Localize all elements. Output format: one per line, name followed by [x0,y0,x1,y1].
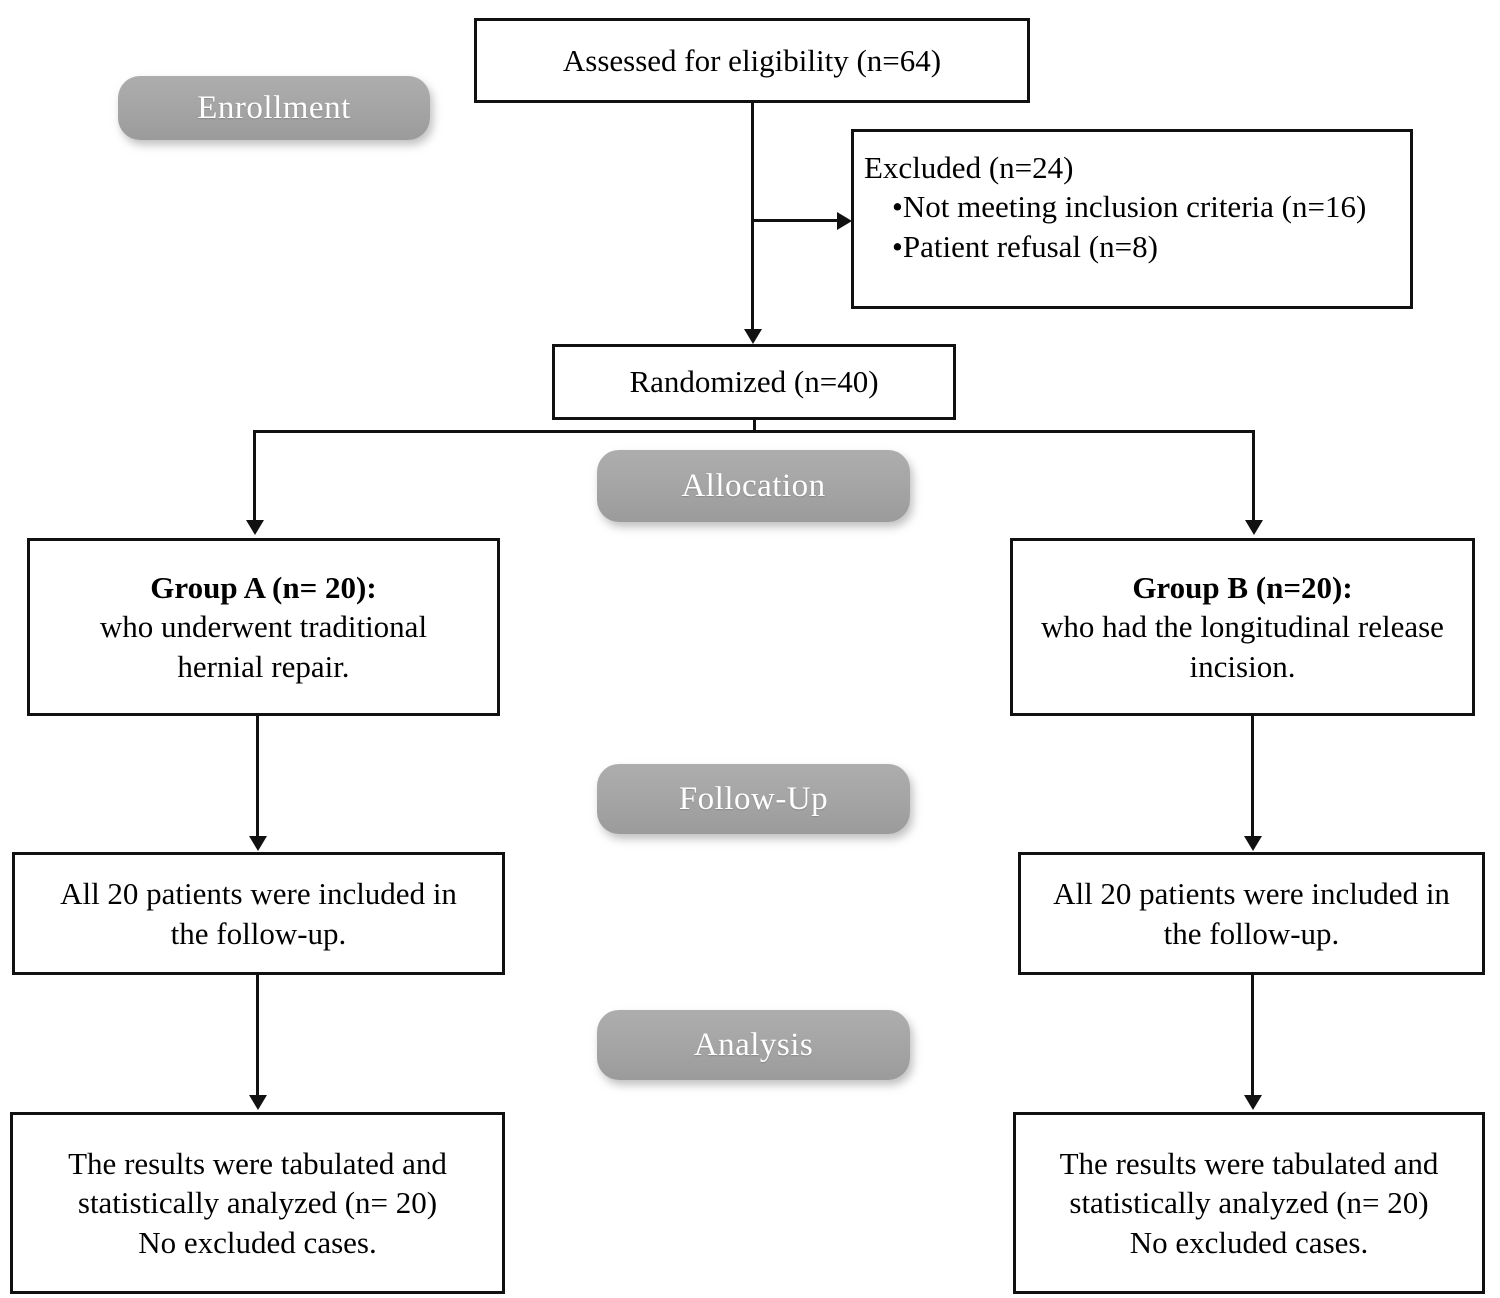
stage-label-enrollment-text: Enrollment [197,89,351,126]
arrowhead-bus-to-group-b [1245,520,1263,535]
node-analysis-b-line-1: The results were tabulated and [1059,1145,1439,1181]
node-assessed-line-1: Assessed for eligibility (n=64) [562,42,942,78]
node-followup-b-line-2: the follow-up. [1163,915,1340,951]
stage-label-allocation: Allocation [597,450,910,522]
node-randomized: Randomized (n=40) [552,344,956,420]
connector-bus-to-group-b [1252,430,1255,522]
node-group-a-line-2: who underwent traditional [99,609,428,645]
node-excluded-line-1: Excluded (n=24) [864,150,1074,185]
node-group-b: Group B (n=20): who had the longitudinal… [1010,538,1475,716]
connector-bus-to-group-a [253,430,256,522]
connector-allocation-bus [253,430,1255,433]
node-assessed-for-eligibility: Assessed for eligibility (n=64) [474,18,1030,103]
node-analysis-b-line-3: No excluded cases. [1129,1224,1369,1260]
node-excluded-bullet-1: •Not meeting inclusion criteria (n=16) [892,189,1367,225]
stage-label-enrollment: Enrollment [118,76,430,140]
stage-label-allocation-text: Allocation [681,467,826,504]
node-group-a: Group A (n= 20): who underwent tradition… [27,538,500,716]
node-excluded-bullet-2: •Patient refusal (n=8) [892,228,1158,264]
node-group-b-line-2: who had the longitudinal release [1041,609,1444,645]
arrowhead-group-a-to-followup-a [249,836,267,851]
node-analysis-a-line-2: statistically analyzed (n= 20) [77,1185,438,1221]
node-followup-a-line-1: All 20 patients were included in [60,876,457,912]
node-analysis-a-line-3: No excluded cases. [138,1224,377,1260]
node-analysis-b-line-2: statistically analyzed (n= 20) [1069,1185,1429,1221]
arrowhead-bus-to-group-a [246,520,264,535]
stage-label-analysis: Analysis [597,1010,910,1080]
connector-randomized-stem [753,420,756,432]
node-followup-a-line-2: the follow-up. [170,915,347,951]
node-followup-b: All 20 patients were included in the fol… [1018,852,1485,975]
node-randomized-line-1: Randomized (n=40) [629,364,879,400]
arrowhead-group-b-to-followup-b [1244,836,1262,851]
stage-label-follow-up: Follow-Up [597,764,910,834]
node-followup-b-line-1: All 20 patients were included in [1053,876,1450,912]
connector-followup-b-to-analysis-b [1251,975,1254,1097]
node-analysis-b: The results were tabulated and statistic… [1013,1112,1485,1294]
node-analysis-a-line-1: The results were tabulated and [68,1145,447,1181]
node-excluded: Excluded (n=24) •Not meeting inclusion c… [851,129,1413,309]
node-group-b-line-1: Group B (n=20): [1132,569,1353,605]
arrowhead-followup-a-to-analysis-a [249,1095,267,1110]
connector-group-a-to-followup-a [256,716,259,838]
stage-label-analysis-text: Analysis [693,1026,814,1063]
node-group-a-line-1: Group A (n= 20): [150,569,377,605]
node-group-a-line-3: hernial repair. [177,648,350,684]
connector-assessed-to-randomized [751,103,754,331]
connector-followup-a-to-analysis-a [256,975,259,1097]
arrowhead-assessed-to-randomized [744,329,762,344]
node-analysis-a: The results were tabulated and statistic… [10,1112,505,1294]
node-group-b-line-3: incision. [1189,648,1296,684]
connector-assessed-to-excluded [751,219,839,222]
connector-group-b-to-followup-b [1251,716,1254,838]
arrowhead-assessed-to-excluded [837,212,852,230]
arrowhead-followup-b-to-analysis-b [1244,1095,1262,1110]
node-followup-a: All 20 patients were included in the fol… [12,852,505,975]
stage-label-follow-up-text: Follow-Up [678,780,829,817]
